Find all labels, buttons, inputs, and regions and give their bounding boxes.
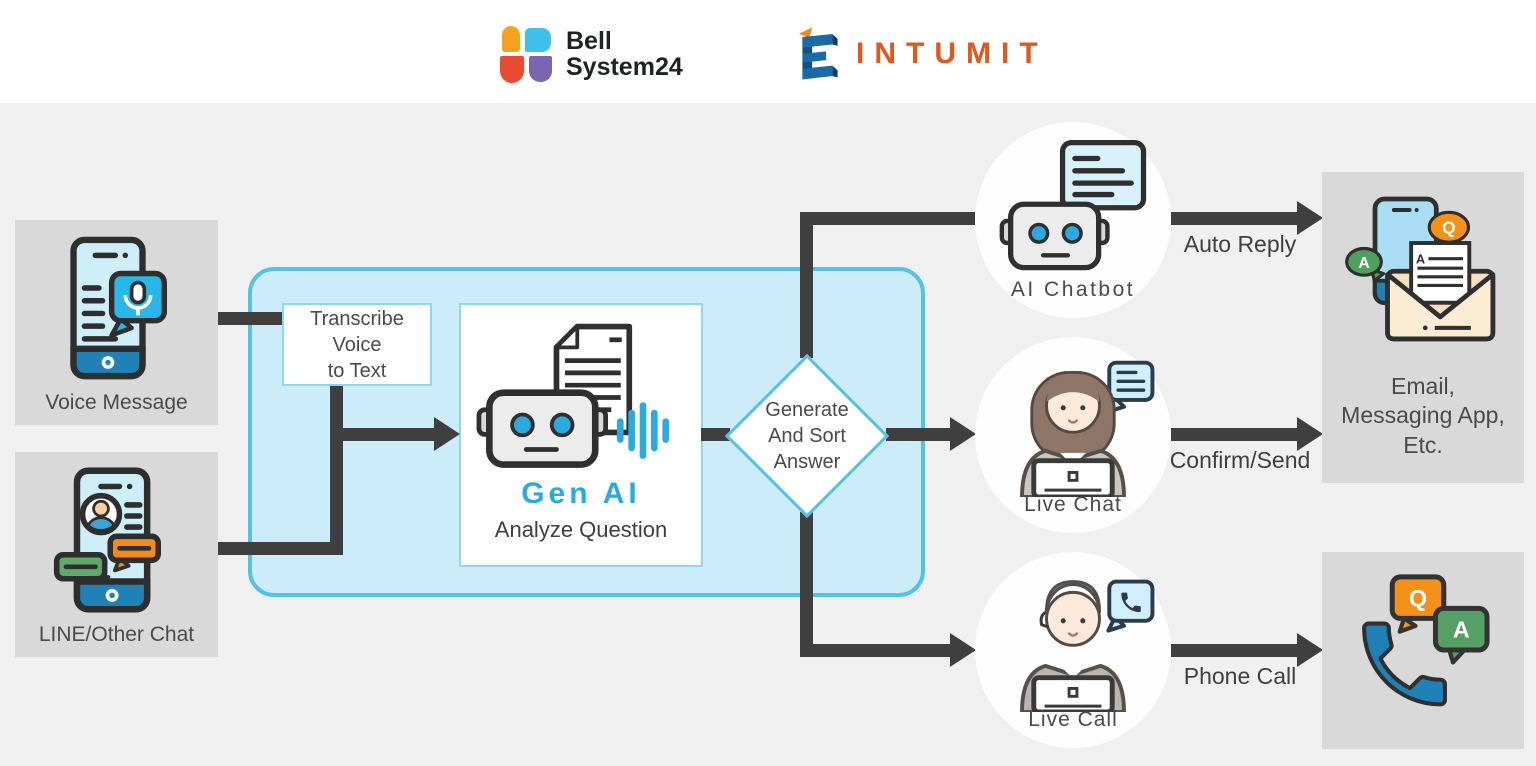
bell-logo-icon <box>500 26 556 83</box>
arrowhead-chatbot-out <box>1297 201 1323 235</box>
genai-subtitle: Analyze Question <box>494 517 668 542</box>
arrow-to-livecall <box>800 644 950 657</box>
live-chat-label: Live Chat <box>1024 493 1122 516</box>
handset-icon <box>1362 621 1447 707</box>
arrow-livecall-out <box>1171 644 1297 657</box>
bell-mark-red <box>500 56 524 83</box>
svg-text:A: A <box>1453 617 1470 643</box>
intumit-logo-text: INTUMIT <box>856 37 1048 70</box>
voice-message-phone-icon <box>59 234 177 382</box>
ai-chatbot-circle: AI Chatbot <box>975 122 1171 318</box>
arrowhead-to-livechat <box>950 417 976 451</box>
voice-message-box: Voice Message <box>15 220 218 425</box>
email-messaging-box: Q A A Email, Messaging App, Etc. <box>1322 172 1524 483</box>
phone-call-label: Phone Call <box>1183 663 1297 689</box>
arrowhead-livecall-out <box>1297 633 1323 667</box>
bell-logo-line2: System24 <box>566 53 683 81</box>
arrow-to-genai <box>330 428 434 441</box>
email-messaging-label: Email, Messaging App, Etc. <box>1341 373 1505 458</box>
arrow-to-chatbot <box>800 212 975 225</box>
genai-title: Gen AI <box>521 477 641 510</box>
phone-glyph-icon <box>1121 592 1141 613</box>
transcribe-node: Transcribe Voice to Text <box>282 303 432 386</box>
svg-text:A: A <box>1416 252 1425 266</box>
live-chat-agent-icon <box>989 345 1157 497</box>
arrow-voice-to-transcribe <box>218 312 282 325</box>
ai-chatbot-robot-icon <box>999 140 1149 272</box>
email-messaging-icon: Q A A <box>1342 190 1507 362</box>
arrow-line-to-trunk <box>218 542 343 555</box>
genai-robot-icon <box>473 319 691 475</box>
line-other-chat-box: LINE/Other Chat <box>15 452 218 657</box>
arrowhead-to-genai <box>434 417 460 451</box>
arrow-chatbot-out <box>1171 212 1297 225</box>
genai-node: Gen AI Analyze Question <box>459 303 703 567</box>
arrow-diamond-down <box>800 512 813 651</box>
header-bar: Bell System24 INTUMIT <box>0 0 1536 103</box>
live-call-circle: Live Call <box>975 552 1171 748</box>
ai-chatbot-label: AI Chatbot <box>1010 278 1136 301</box>
arrow-diamond-up <box>800 218 813 358</box>
svg-text:Q: Q <box>1409 585 1427 611</box>
live-chat-circle: Live Chat <box>975 337 1171 533</box>
svg-text:A: A <box>1358 255 1369 272</box>
waveform-icon <box>616 402 669 459</box>
arrowhead-livechat-out <box>1297 417 1323 451</box>
arrowhead-to-livecall <box>950 633 976 667</box>
confirm-send-label: Confirm/Send <box>1169 447 1311 473</box>
voice-message-label: Voice Message <box>45 391 188 414</box>
intumit-logo: INTUMIT <box>792 24 1092 82</box>
phone-call-qa-icon: Q A <box>1344 570 1502 730</box>
bell-mark-blue <box>525 28 551 52</box>
live-call-label: Live Call <box>1028 708 1118 731</box>
bell-mark-purple <box>529 56 552 82</box>
live-call-agent-icon <box>989 560 1157 712</box>
svg-text:Q: Q <box>1442 218 1455 238</box>
intumit-logo-icon <box>798 27 838 80</box>
decision-diamond-text: Generate And Sort Answer <box>765 399 849 473</box>
auto-reply-label: Auto Reply <box>1183 231 1297 257</box>
bell-mark-orange <box>502 26 520 52</box>
bell-logo-line1: Bell <box>566 27 612 55</box>
line-chat-phone-icon <box>53 466 173 614</box>
phone-call-box: Q A <box>1322 552 1524 749</box>
line-other-chat-label: LINE/Other Chat <box>38 623 195 646</box>
arrow-livechat-out <box>1171 428 1297 441</box>
arrow-to-livechat <box>886 428 950 441</box>
arrow-trunk-vertical <box>330 386 343 549</box>
arrow-genai-to-diamond <box>701 428 730 441</box>
bell-logo-text: Bell System24 <box>566 28 683 80</box>
bell-system24-logo: Bell System24 <box>500 26 720 83</box>
